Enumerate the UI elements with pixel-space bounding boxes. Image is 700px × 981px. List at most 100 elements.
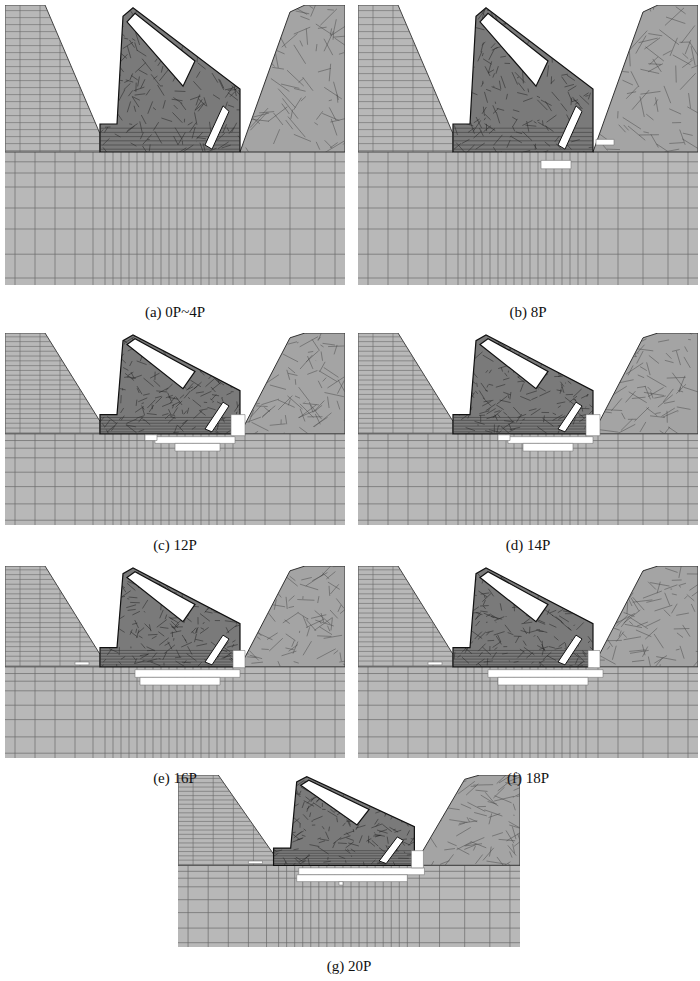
mesh-line xyxy=(204,97,207,106)
mesh-line xyxy=(487,10,498,11)
mesh-line xyxy=(244,107,253,111)
mesh-line xyxy=(214,612,220,614)
mesh-line xyxy=(134,106,136,112)
fem-mesh-panel xyxy=(358,333,698,525)
mesh-line xyxy=(321,351,322,360)
mesh-line xyxy=(618,152,619,285)
mesh-line xyxy=(229,72,233,79)
mesh-line xyxy=(543,415,545,422)
mesh-line xyxy=(169,152,170,285)
mesh-line xyxy=(174,5,178,10)
mesh-line xyxy=(413,333,414,434)
mesh-line xyxy=(234,86,237,88)
mesh-line xyxy=(330,610,338,618)
mesh-line xyxy=(5,161,345,162)
mesh-line xyxy=(194,112,196,124)
mesh-line xyxy=(570,396,577,402)
mesh-line xyxy=(583,362,597,364)
mesh-line xyxy=(139,636,143,638)
mesh-line xyxy=(219,14,224,16)
mesh-line xyxy=(496,405,503,410)
mesh-line xyxy=(606,361,609,369)
mesh-line xyxy=(582,151,584,155)
mesh-line xyxy=(231,346,242,349)
mesh-line xyxy=(486,124,487,131)
mesh-line xyxy=(578,351,584,359)
mesh-line xyxy=(658,340,669,342)
mesh-line xyxy=(119,54,127,63)
mesh-line xyxy=(123,368,128,371)
mesh-line xyxy=(455,110,463,115)
mesh-line xyxy=(119,354,124,359)
mesh-line xyxy=(696,651,698,652)
mesh-line xyxy=(681,26,695,44)
mesh-line xyxy=(517,414,526,417)
mesh-line xyxy=(490,152,491,285)
mesh-line xyxy=(504,421,515,423)
mesh-line xyxy=(322,113,339,120)
mesh-line xyxy=(194,634,196,642)
mesh-line xyxy=(567,19,570,25)
mesh-line xyxy=(225,152,226,285)
mesh-line xyxy=(234,25,236,27)
mesh-line xyxy=(209,152,210,285)
mesh-line xyxy=(194,382,202,389)
mesh-line xyxy=(99,417,104,423)
mesh-line xyxy=(328,626,330,631)
mesh-line xyxy=(197,617,198,624)
mesh-line xyxy=(458,396,465,401)
mesh-line xyxy=(499,336,506,343)
mesh-line xyxy=(186,618,191,622)
mesh-line xyxy=(458,434,459,525)
mesh-line xyxy=(589,35,593,39)
mesh-line xyxy=(151,662,161,666)
mesh-line xyxy=(273,129,279,144)
mesh-line xyxy=(249,410,254,423)
mesh-line xyxy=(635,407,649,421)
mesh-line xyxy=(171,333,172,337)
mesh-line xyxy=(153,107,156,109)
mesh-line xyxy=(172,112,182,122)
mesh-line xyxy=(208,23,212,30)
mesh-line xyxy=(358,705,698,706)
mesh-line xyxy=(224,652,232,659)
mesh-line xyxy=(316,24,332,35)
mesh-line xyxy=(264,615,266,617)
failed-element-zone xyxy=(498,435,510,441)
mesh-line xyxy=(192,631,194,633)
mesh-line xyxy=(172,23,178,28)
mesh-line xyxy=(584,40,597,58)
mesh-line xyxy=(181,37,184,45)
mesh-line xyxy=(202,52,206,54)
mesh-line xyxy=(337,380,344,393)
mesh-line xyxy=(229,367,230,368)
mesh-line xyxy=(679,387,680,392)
failed-element-zone xyxy=(145,435,157,441)
mesh-line xyxy=(461,21,470,25)
mesh-line xyxy=(15,152,16,285)
mesh-line xyxy=(493,86,494,87)
mesh-line xyxy=(182,584,189,588)
mesh-line xyxy=(567,54,569,58)
mesh-line xyxy=(137,667,138,758)
foundation xyxy=(358,667,698,758)
mesh-line xyxy=(508,416,513,422)
mesh-line xyxy=(124,38,128,39)
mesh-line xyxy=(174,136,179,145)
mesh-line xyxy=(271,78,289,91)
mesh-line xyxy=(100,429,240,430)
mesh-line xyxy=(413,566,414,667)
mesh-line xyxy=(289,606,295,607)
mesh-line xyxy=(475,421,485,424)
mesh-line xyxy=(334,82,339,100)
mesh-line xyxy=(520,396,530,400)
mesh-line xyxy=(173,408,177,415)
mesh-line xyxy=(130,647,131,649)
mesh-line xyxy=(215,7,221,9)
mesh-line xyxy=(527,89,529,93)
slot-opening xyxy=(205,402,229,432)
mesh-line xyxy=(158,85,165,96)
mesh-line xyxy=(127,46,130,58)
mesh-line xyxy=(470,369,477,377)
mesh-line xyxy=(388,667,389,758)
